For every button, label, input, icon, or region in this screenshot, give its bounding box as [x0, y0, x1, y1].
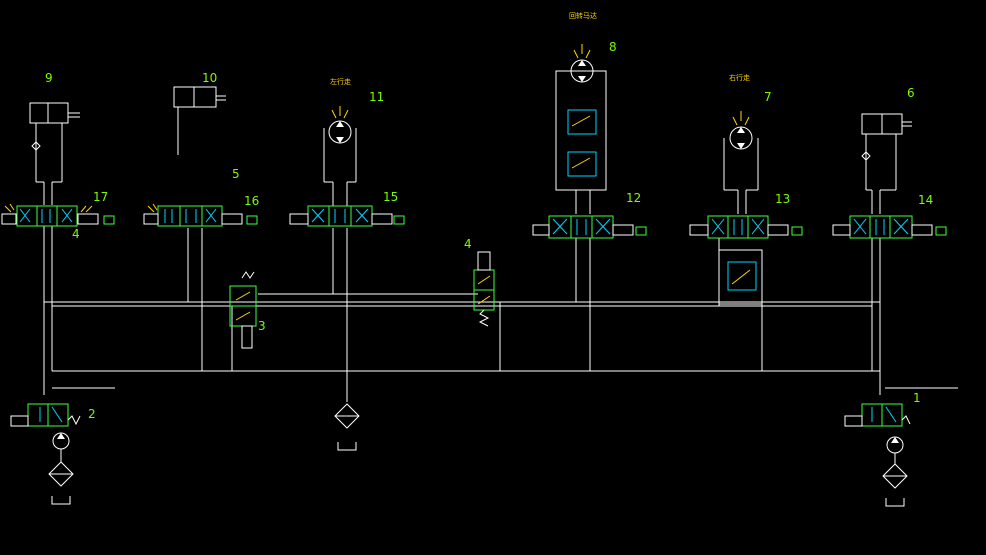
- label-1: 1: [913, 391, 921, 405]
- actuator-7-motor: [723, 111, 759, 214]
- label-17: 17: [93, 190, 108, 204]
- actuator-11-motor: [323, 106, 357, 206]
- actuator-9-cylinder: [29, 102, 80, 205]
- label-9: 9: [45, 71, 53, 85]
- label-6: 6: [907, 86, 915, 100]
- valve-13: [689, 215, 803, 305]
- actuator-6-cylinder: [861, 113, 912, 214]
- valve-17: [1, 203, 115, 227]
- label-10: 10: [202, 71, 217, 85]
- label-15: 15: [383, 190, 398, 204]
- label-14: 14: [918, 193, 933, 207]
- pipelines: [43, 226, 958, 402]
- label-7: 7: [764, 90, 772, 104]
- pump-group-2: [10, 403, 81, 505]
- filter-center: [334, 403, 360, 451]
- label-13: 13: [775, 192, 790, 206]
- valve-4-center: [473, 251, 495, 327]
- label-3: 3: [258, 319, 266, 333]
- valve-12: [532, 215, 647, 239]
- caption-left-travel: 左行走: [330, 77, 351, 86]
- actuator-8-motor: [555, 44, 607, 214]
- label-12: 12: [626, 191, 641, 205]
- label-2: 2: [88, 407, 96, 421]
- label-4-left: 4: [72, 227, 80, 241]
- label-4-center: 4: [464, 237, 472, 251]
- valve-14: [832, 215, 947, 239]
- label-11: 11: [369, 90, 384, 104]
- valve-15: [289, 205, 405, 227]
- caption-right-travel: 右行走: [729, 73, 750, 82]
- valve-3: [229, 271, 257, 349]
- label-16: 16: [244, 194, 259, 208]
- valve-16: [143, 203, 258, 227]
- pump-group-1: [844, 403, 911, 507]
- caption-swing-motor: 回转马达: [569, 11, 597, 20]
- actuator-10-cylinder: [173, 86, 226, 155]
- label-8: 8: [609, 40, 617, 54]
- label-5: 5: [232, 167, 240, 181]
